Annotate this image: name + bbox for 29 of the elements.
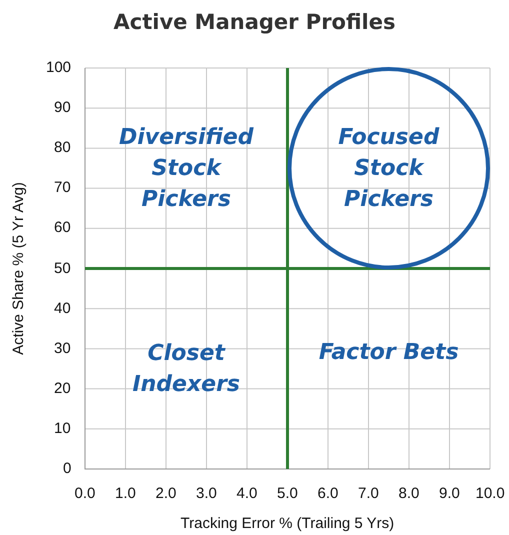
tick-label: 7.0: [358, 485, 379, 502]
tick-label: 8.0: [398, 485, 420, 502]
tick-label: 0.0: [74, 485, 96, 502]
tick-label: 40: [54, 300, 71, 317]
tick-label: 90: [54, 99, 71, 116]
quadrant-label: Closet Indexers: [131, 340, 242, 399]
tick-label: 0: [63, 460, 72, 477]
tick-label: 1.0: [115, 485, 136, 502]
quadrant-label: Factor Bets: [318, 339, 460, 368]
quadrant-label: Focused Stock Pickers: [337, 124, 440, 214]
tick-label: 60: [54, 219, 71, 236]
tick-label: 20: [54, 380, 71, 397]
tick-label: 6.0: [318, 485, 338, 502]
chart-title: Active Manager Profiles: [112, 10, 396, 34]
tick-label: 80: [54, 139, 71, 156]
tick-label: 30: [54, 340, 71, 357]
tick-label: 4.0: [236, 485, 258, 502]
tick-label: 50: [54, 260, 71, 276]
tick-label: 9.0: [439, 485, 460, 502]
tick-label: 10: [54, 420, 71, 437]
tick-label: 100: [46, 59, 72, 76]
tick-label: 5.0: [277, 485, 298, 502]
quadrant-label: Diversified Stock Pickers: [118, 124, 255, 214]
tick-label: 10.0: [476, 485, 505, 502]
tick-label: 70: [54, 179, 71, 196]
tick-label: 2.0: [156, 485, 176, 502]
axis-title: Tracking Error % (Trailing 5 Yrs): [180, 515, 394, 532]
tick-label: 3.0: [196, 485, 217, 502]
axis-title: Active Share % (5 Yr Avg): [9, 182, 26, 354]
